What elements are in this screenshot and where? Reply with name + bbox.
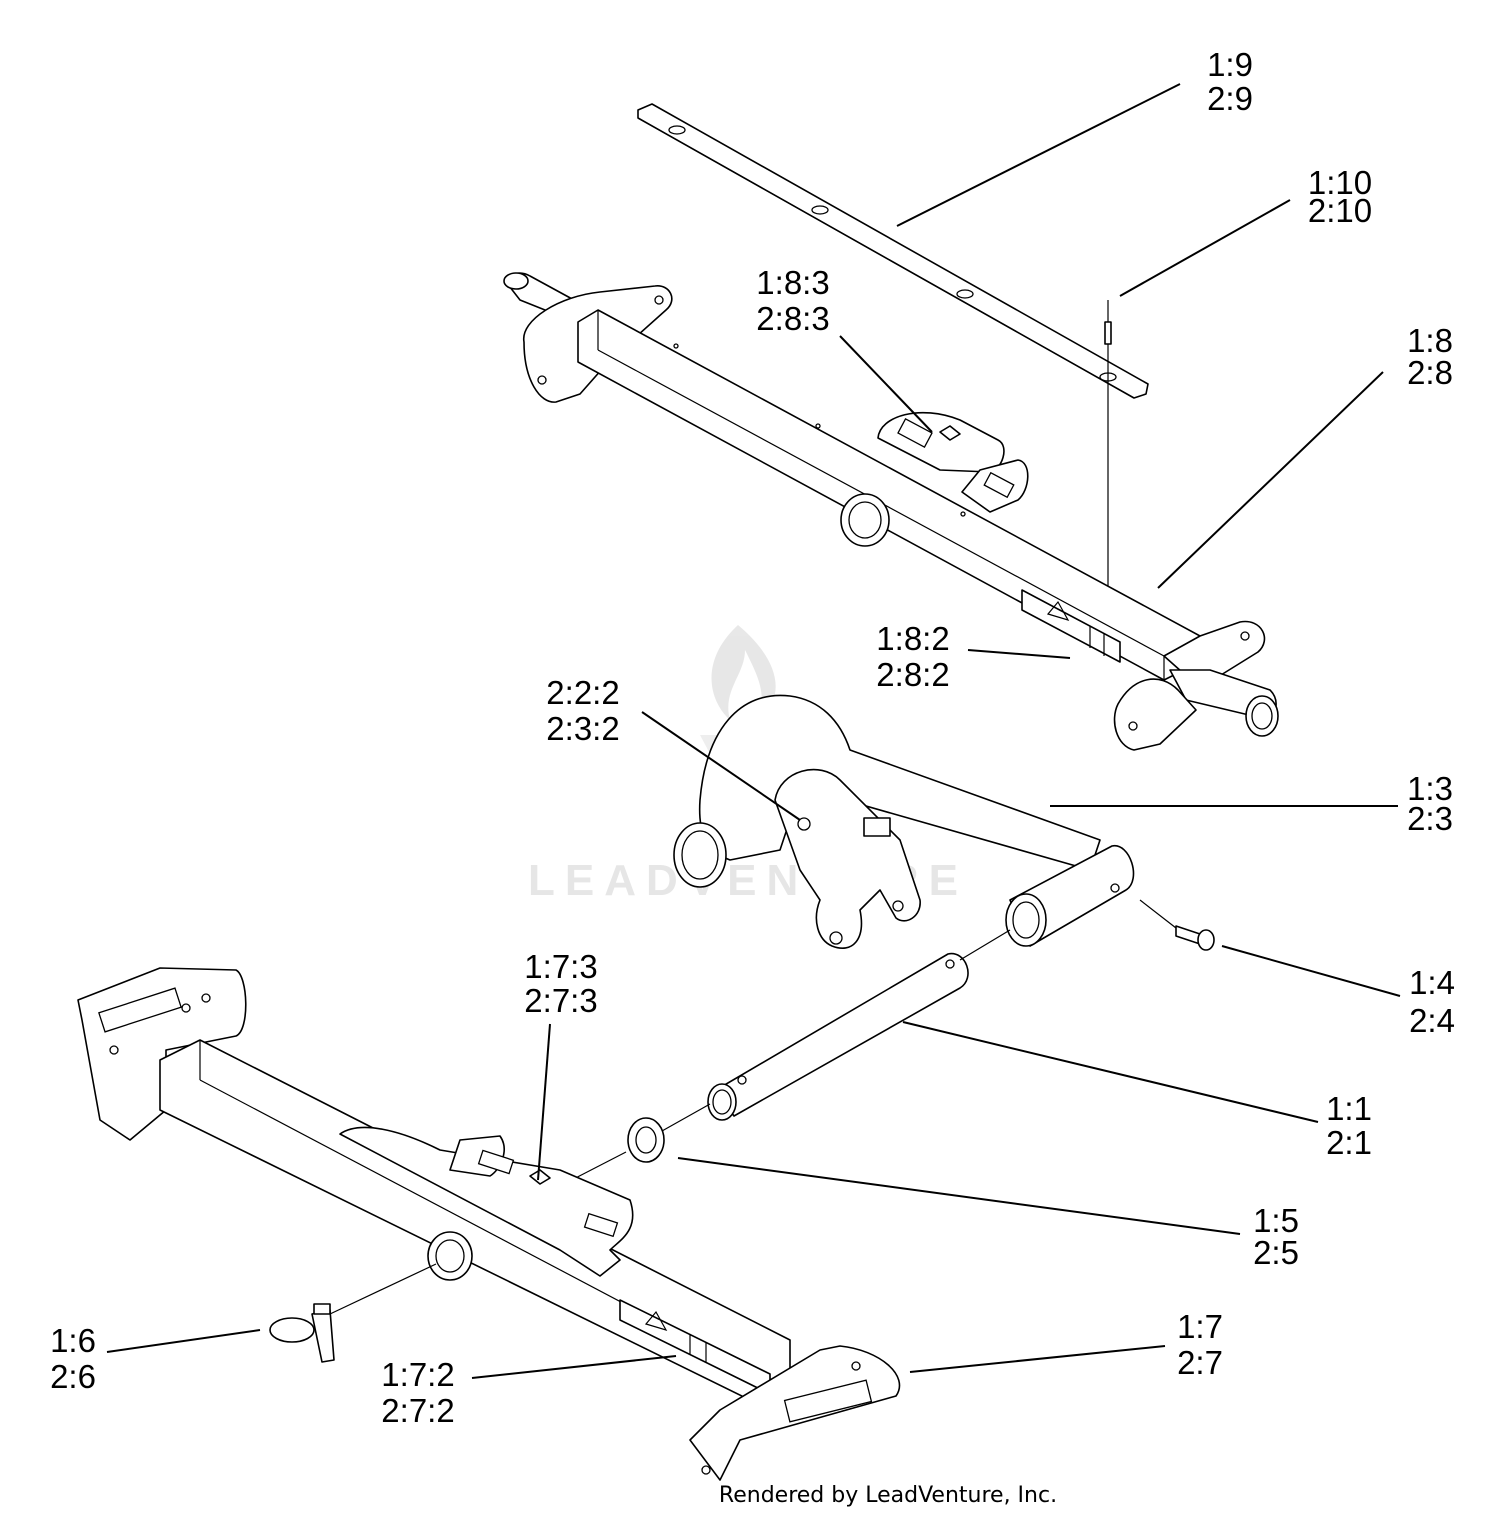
long-pin-part	[645, 929, 1011, 1141]
leader-lines	[106, 83, 1401, 1379]
callout-1-4: 1:4 2:4	[1409, 964, 1455, 1039]
callout-label: 2:2:2	[546, 674, 619, 711]
hitch-pin-part	[269, 1263, 437, 1363]
callout-label: 1:6	[50, 1322, 96, 1359]
callout-label: 1:4	[1409, 964, 1455, 1001]
callout-label: 1:7	[1177, 1308, 1223, 1345]
callout-label: 1:8	[1407, 322, 1453, 359]
callout-2-2-2: 2:2:2 2:3:2	[546, 674, 619, 747]
callout-1-7: 1:7 2:7	[1177, 1308, 1223, 1381]
callout-1-10: 1:10 2:10	[1308, 164, 1372, 229]
callout-label: 2:3:2	[546, 710, 619, 747]
callout-1-8: 1:8 2:8	[1407, 322, 1453, 391]
callout-label: 1:8:2	[876, 620, 949, 657]
callout-label: 1:5	[1253, 1202, 1299, 1239]
callout-1-1: 1:1 2:1	[1326, 1090, 1372, 1161]
arm-part	[673, 694, 1135, 949]
callout-label: 2:10	[1308, 192, 1372, 229]
pin-bolt-part	[1139, 899, 1215, 951]
callout-label: 2:5	[1253, 1234, 1299, 1271]
callout-1-8-2: 1:8:2 2:8:2	[876, 620, 949, 693]
callout-1-3: 1:3 2:3	[1407, 770, 1453, 837]
footer-credit: Rendered by LeadVenture, Inc.	[719, 1483, 1057, 1508]
upper-crossbar-part	[503, 272, 1279, 751]
callout-label: 2:6	[50, 1358, 96, 1395]
flat-bar-part	[637, 103, 1149, 399]
callout-label: 2:3	[1407, 800, 1453, 837]
callout-1-6: 1:6 2:6	[50, 1322, 96, 1395]
callout-label: 2:4	[1409, 1002, 1455, 1039]
callout-label: 2:7	[1177, 1344, 1223, 1381]
callout-1-7-2: 1:7:2 2:7:2	[381, 1356, 454, 1429]
washer-part	[559, 1117, 665, 1187]
callout-label: 2:7:2	[381, 1392, 454, 1429]
callout-label: 1:10	[1308, 164, 1372, 201]
callout-label: 1:7:2	[381, 1356, 454, 1393]
callout-1-7-3: 1:7:3 2:7:3	[524, 948, 597, 1019]
callout-label: 2:7:3	[524, 982, 597, 1019]
callout-label: 1:8:3	[756, 264, 829, 301]
screw-part	[1104, 300, 1112, 603]
callout-label: 2:1	[1326, 1124, 1372, 1161]
callout-label: 2:8:3	[756, 300, 829, 337]
callout-label: 1:3	[1407, 770, 1453, 807]
callout-label: 2:8:2	[876, 656, 949, 693]
lower-crossbar-part	[77, 967, 901, 1481]
callout-label: 2:8	[1407, 354, 1453, 391]
callout-label: 1:7:3	[524, 948, 597, 985]
callout-1-8-3: 1:8:3 2:8:3	[756, 264, 829, 337]
callout-label: 1:1	[1326, 1090, 1372, 1127]
callout-1-5: 1:5 2:5	[1253, 1202, 1299, 1271]
callout-label: 2:9	[1207, 80, 1253, 117]
callout-1-9: 1:9 2:9	[1207, 46, 1253, 117]
callout-label: 1:9	[1207, 46, 1253, 83]
